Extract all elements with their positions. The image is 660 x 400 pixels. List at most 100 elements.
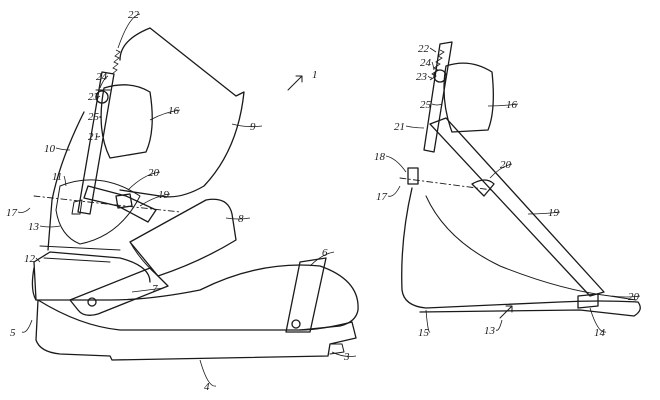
inner-tongue <box>55 179 141 245</box>
left-leader-16 <box>149 109 181 121</box>
right-leader-19 <box>527 211 561 215</box>
left-label-10: 10 <box>44 143 56 155</box>
left-leader-4 <box>199 359 217 387</box>
left-leader-9 <box>231 123 263 128</box>
right-leader-23 <box>427 75 433 79</box>
rear-plate-11 <box>47 111 85 251</box>
left-label-5: 5 <box>10 327 16 339</box>
right-label-25: 25 <box>420 99 432 111</box>
fastener-13 <box>71 199 83 215</box>
toe-clip-20 <box>577 293 599 309</box>
left-leader-17 <box>17 207 31 213</box>
arrow-13 <box>499 305 513 319</box>
cuff-shell-9 <box>119 27 245 198</box>
axis-line-17-right <box>399 177 493 191</box>
left-leader-24 <box>99 75 109 89</box>
left-leader-12 <box>35 257 41 263</box>
right-leader-24 <box>431 61 435 71</box>
right-label-19: 19 <box>548 207 560 219</box>
strap-loop-20 <box>115 193 133 209</box>
left-leader-7 <box>131 287 165 293</box>
cuff-strap-8 <box>129 198 237 277</box>
toe-piece <box>329 343 345 355</box>
left-leader-22 <box>117 13 141 49</box>
left-leader-5 <box>21 319 33 333</box>
left-label-3: 3 <box>343 351 350 363</box>
right-label-20: 20 <box>500 159 512 171</box>
right-leader-22 <box>429 47 437 53</box>
left-label-6: 6 <box>322 247 328 259</box>
left-leader-23 <box>95 95 101 98</box>
left-label-25: 25 <box>88 111 100 123</box>
right-leader-16 <box>487 103 519 107</box>
left-label-22: 22 <box>128 9 140 21</box>
axis-line-17 <box>33 195 181 213</box>
right-label-21: 21 <box>394 121 405 133</box>
right-leader-25 <box>431 103 443 106</box>
left-label-4: 4 <box>204 381 210 393</box>
cuff-strap-edge <box>129 241 159 277</box>
left-label-20: 20 <box>148 167 160 179</box>
right-leader-20 <box>489 163 513 179</box>
left-label-13: 13 <box>28 221 40 233</box>
rear-spoiler-10 <box>77 71 115 215</box>
strap-rivet-7 <box>87 297 97 307</box>
left-label-19: 19 <box>158 189 170 201</box>
left-leader-21 <box>95 135 101 138</box>
right-label-14: 14 <box>594 327 606 339</box>
right-label-13: 13 <box>484 325 496 337</box>
pad-16 <box>100 84 153 159</box>
lower-strap-7 <box>69 267 169 316</box>
diagonal-strut-19 <box>429 117 605 297</box>
left-label-11: 11 <box>52 171 62 183</box>
left-leader-8 <box>225 217 251 220</box>
spoiler-plate-21 <box>423 41 453 153</box>
side-strap-19 <box>83 185 157 223</box>
buckle-rivet-6 <box>291 319 301 329</box>
arrow-1 <box>287 75 303 91</box>
right-leader-15 <box>425 309 431 333</box>
left-label-1: 1 <box>312 69 318 81</box>
left-leader-20 <box>127 171 161 191</box>
right-label-20: 20 <box>628 291 640 303</box>
right-label-16: 16 <box>506 99 518 111</box>
right-label-15: 15 <box>418 327 430 339</box>
heel-shell <box>33 251 151 301</box>
left-label-7: 7 <box>152 283 158 295</box>
right-leader-17 <box>387 185 401 197</box>
right-leader-18 <box>385 155 407 173</box>
left-label-12: 12 <box>24 253 36 265</box>
left-label-23: 23 <box>88 91 100 103</box>
forefoot-shell <box>31 264 359 331</box>
right-label-23: 23 <box>416 71 428 83</box>
right-leader-14 <box>589 307 607 333</box>
base-plate-15 <box>401 187 641 317</box>
left-leader-3 <box>331 351 357 357</box>
right-label-24: 24 <box>420 57 432 69</box>
left-leader-13 <box>39 225 61 228</box>
left-leader-6 <box>309 251 335 267</box>
heel-band <box>39 245 121 263</box>
left-label-8: 8 <box>238 213 244 225</box>
strap-loop-20-right <box>471 179 495 197</box>
boot-sole <box>35 299 357 361</box>
ratchet-teeth-22 <box>111 49 121 75</box>
right-label-17: 17 <box>376 191 388 203</box>
right-leader-20 <box>611 295 641 298</box>
left-leader-10 <box>55 147 71 151</box>
right-leader-21 <box>405 125 425 129</box>
adjuster-knob-23-right <box>433 69 447 83</box>
pad-16-right <box>443 62 494 133</box>
fastener-18 <box>407 167 419 185</box>
left-boot-view <box>31 27 359 361</box>
right-label-18: 18 <box>374 151 386 163</box>
right-leader-13 <box>495 319 503 331</box>
instep-buckle-6 <box>285 257 327 333</box>
left-label-9: 9 <box>250 121 256 133</box>
right-assembly-view <box>399 41 641 319</box>
left-leader-11 <box>63 175 67 187</box>
left-label-17: 17 <box>6 207 18 219</box>
